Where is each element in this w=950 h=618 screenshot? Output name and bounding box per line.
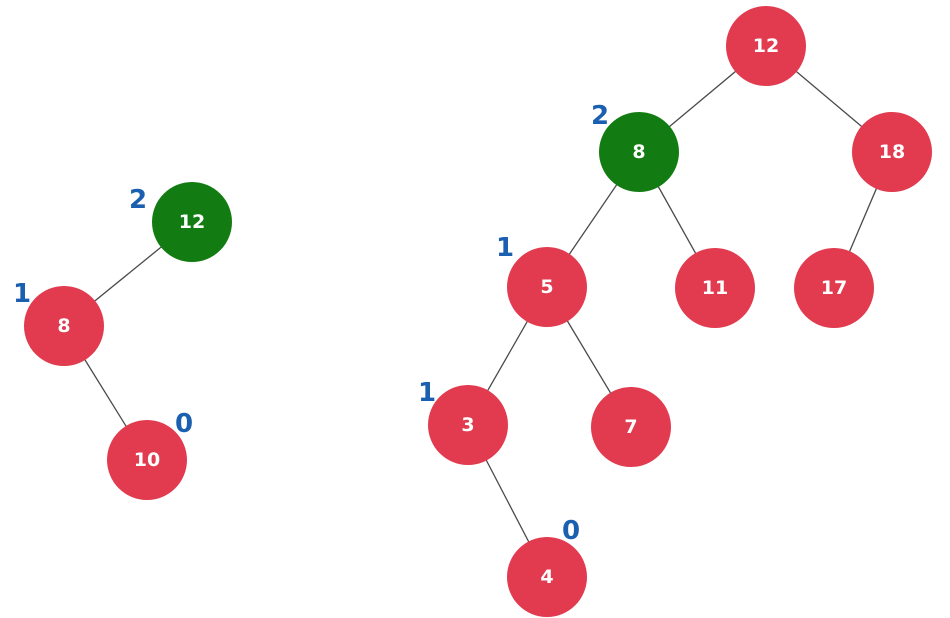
unbalanced-node-circle	[152, 182, 232, 262]
tree-node: 11	[675, 248, 755, 328]
node-value: 10	[134, 449, 160, 471]
node-value: 17	[821, 277, 847, 299]
edges-layer	[63, 45, 893, 578]
tree-node: 5	[507, 247, 587, 327]
node-circle	[852, 112, 932, 192]
node-value: 7	[624, 416, 637, 438]
balance-factor-label: 2	[129, 185, 147, 215]
node-circle	[591, 387, 671, 467]
balance-factor-label: 1	[418, 378, 436, 408]
balance-factor-label: 0	[175, 409, 193, 439]
tree-node: 8	[24, 286, 104, 366]
node-value: 3	[461, 414, 474, 436]
tree-node: 3	[428, 385, 508, 465]
node-value: 12	[179, 211, 205, 233]
node-value: 4	[540, 566, 553, 588]
node-circle	[675, 248, 755, 328]
node-circle	[107, 420, 187, 500]
tree-node: 17	[794, 248, 874, 328]
tree-node: 7	[591, 387, 671, 467]
node-value: 5	[540, 276, 553, 298]
node-circle	[507, 537, 587, 617]
tree-node: 8	[599, 112, 679, 192]
balance-factor-label: 2	[591, 101, 609, 131]
node-circle	[428, 385, 508, 465]
tree-node: 10	[107, 420, 187, 500]
node-circle	[507, 247, 587, 327]
node-circle	[794, 248, 874, 328]
node-circle	[726, 6, 806, 86]
balance-factor-label: 1	[496, 233, 514, 263]
node-circle	[24, 286, 104, 366]
balance-factor-label: 1	[13, 279, 31, 309]
node-value: 8	[57, 315, 70, 337]
tree-node: 18	[852, 112, 932, 192]
unbalanced-node-circle	[599, 112, 679, 192]
node-value: 8	[632, 141, 645, 163]
tree-node: 4	[507, 537, 587, 617]
node-value: 11	[702, 277, 728, 299]
balance-factor-label: 0	[562, 516, 580, 546]
node-value: 12	[753, 35, 779, 57]
tree-node: 12	[152, 182, 232, 262]
node-value: 18	[879, 141, 905, 163]
tree-node: 12	[726, 6, 806, 86]
